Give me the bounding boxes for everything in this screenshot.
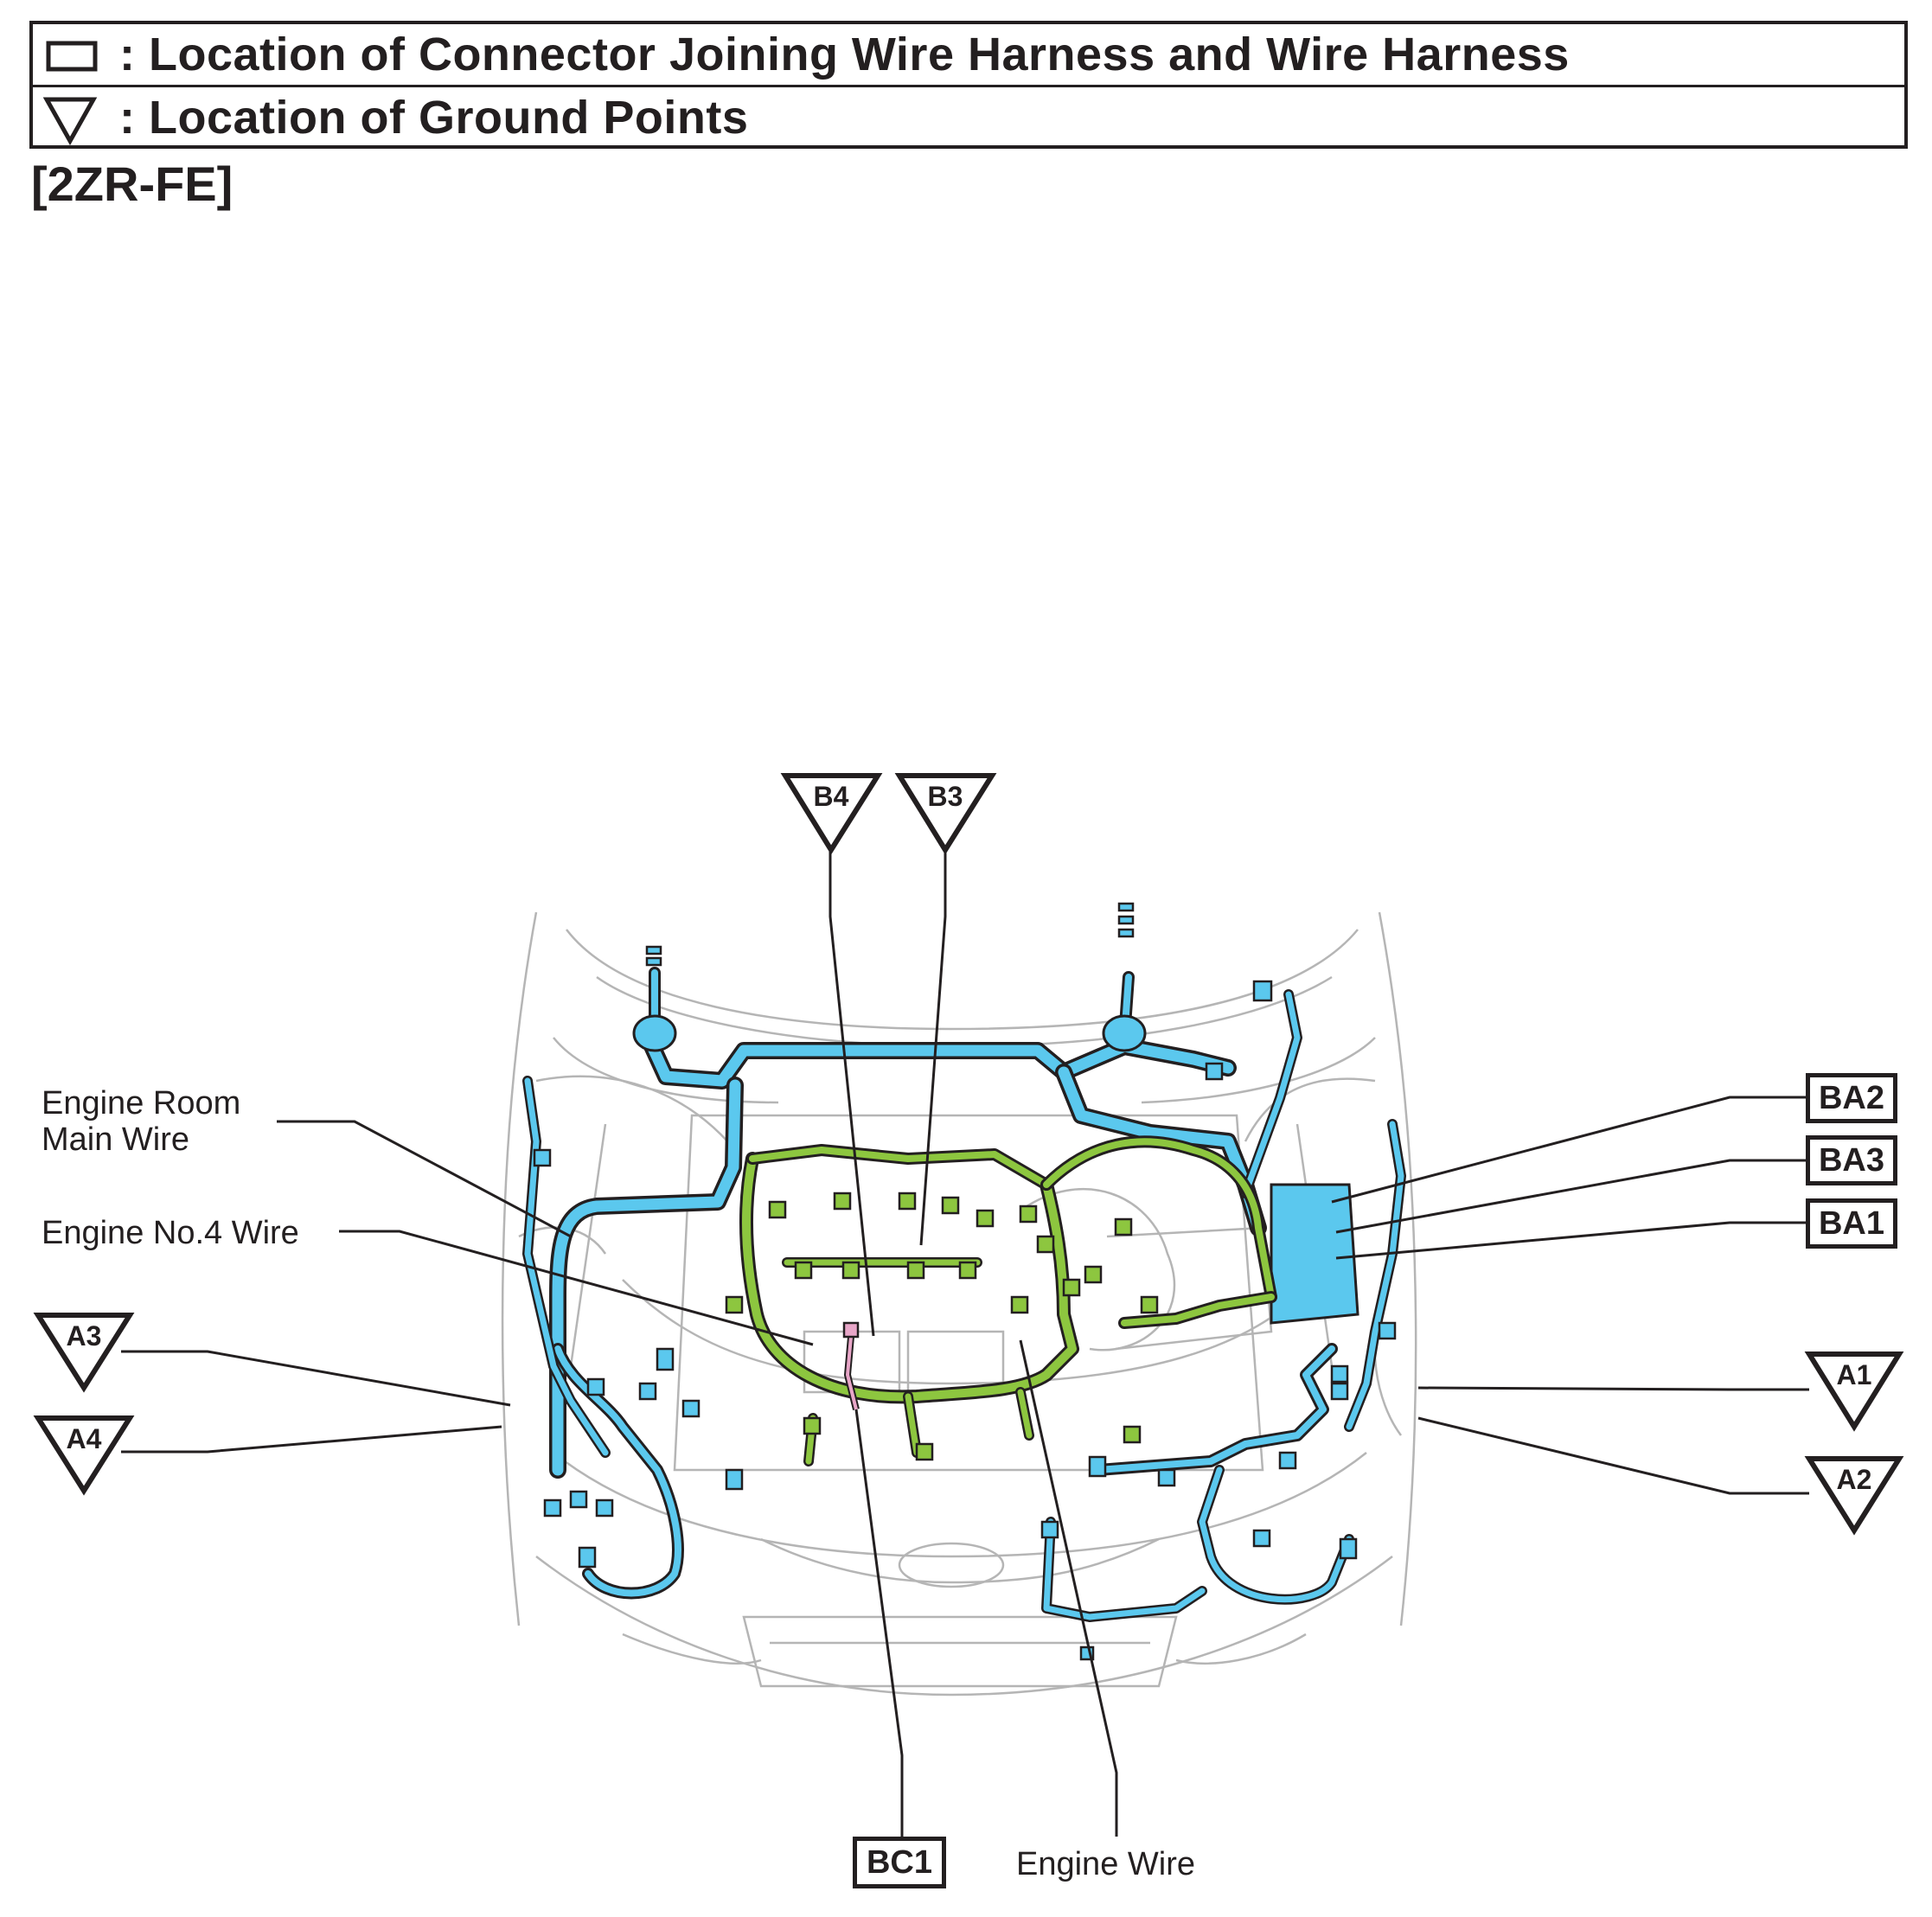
ground-tag-a3: A3 (66, 1320, 102, 1351)
ground-symbol-icon (33, 87, 119, 148)
ground-tag-a4: A4 (66, 1423, 102, 1454)
connector-tag-ba3: BA3 (1806, 1135, 1897, 1185)
ground-a4-icon (33, 1415, 135, 1496)
ground-a2-icon (1804, 1456, 1904, 1536)
legend-ground-row: : Location of Ground Points (33, 87, 1904, 148)
engine-wire-label: Engine Wire (1016, 1846, 1195, 1882)
ground-a3-icon (33, 1313, 135, 1393)
main-wire-connectors (533, 902, 1397, 1661)
ground-a1-icon (1804, 1351, 1904, 1432)
legend-connector-row: : Location of Connector Joining Wire Har… (33, 24, 1904, 87)
engine-model-label: [2ZR-FE] (31, 157, 234, 211)
ground-triangles (33, 773, 1904, 1536)
legend-connector-text: : Location of Connector Joining Wire Har… (119, 29, 1570, 80)
engine-room-main-wire (522, 967, 1406, 1622)
ground-tag-b4: B4 (813, 781, 849, 812)
engine-no4-wire (842, 1321, 860, 1410)
legend-box: : Location of Connector Joining Wire Har… (29, 21, 1908, 149)
connector-symbol-icon (33, 24, 119, 85)
ground-tag-a1: A1 (1836, 1359, 1872, 1390)
engine-wire (739, 1135, 1277, 1467)
connector-tag-bc1: BC1 (853, 1837, 946, 1888)
engine-room-main-wire-label: Engine Room Main Wire (42, 1085, 241, 1158)
legend-ground-text: : Location of Ground Points (119, 92, 749, 144)
engine-wire-connectors (725, 1192, 1159, 1461)
ground-tag-a2: A2 (1836, 1464, 1872, 1495)
ground-b4-icon (780, 773, 883, 855)
ground-b3-icon (894, 773, 997, 855)
relay-block (632, 1014, 1359, 1325)
connector-tag-ba1: BA1 (1806, 1198, 1897, 1249)
leader-lines (121, 849, 1809, 1837)
engine-no4-wire-label: Engine No.4 Wire (42, 1215, 299, 1251)
connector-tag-ba2: BA2 (1806, 1073, 1897, 1123)
ground-tag-b3: B3 (927, 781, 963, 812)
